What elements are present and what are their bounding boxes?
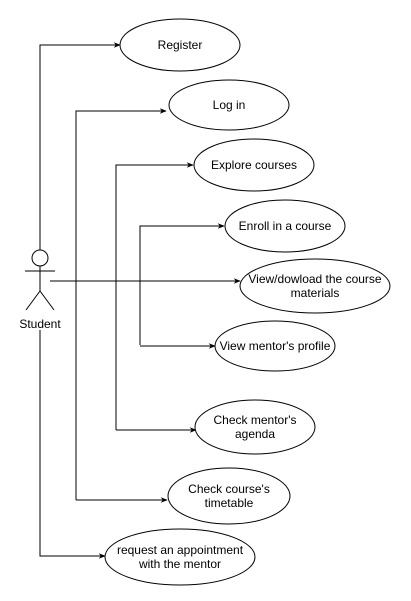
use-case-label: Log in [213, 98, 246, 112]
use-case-ellipse [239, 258, 391, 314]
use-case-enroll-course: Enroll in a course [224, 199, 346, 253]
use-case-label: Check mentor's [214, 413, 297, 427]
actor-head [31, 249, 49, 267]
use-case-label: agenda [235, 427, 275, 441]
association-arrow-explore-courses [115, 162, 194, 430]
use-case-label: with the mentor [138, 557, 221, 571]
use-case-ellipse [104, 528, 256, 586]
use-case-label: Explore courses [211, 158, 297, 172]
use-case-ellipse [214, 320, 336, 372]
actor-left-leg [25, 290, 41, 311]
use-case-ellipse [168, 79, 290, 131]
use-case-ellipse [194, 399, 316, 455]
association-arrow-register [39, 42, 121, 250]
actor-right-leg [39, 290, 55, 311]
student-actor: Student [19, 249, 61, 331]
use-case-label: timetable [205, 496, 254, 510]
use-case-view-mentor-profile: View mentor's profile [214, 320, 336, 372]
use-case-register: Register [119, 18, 241, 72]
use-case-label: View/dowload the course [248, 272, 382, 286]
use-case-label: materials [291, 286, 340, 300]
use-case-label: Register [158, 38, 203, 52]
use-case-ellipse [167, 467, 291, 525]
use-case-log-in: Log in [168, 79, 290, 131]
use-case-label: Enroll in a course [239, 219, 332, 233]
use-case-label: request an appointment [117, 543, 244, 557]
use-case-explore-courses: Explore courses [193, 138, 315, 192]
association-arrow-log-in [75, 108, 167, 500]
association-edges [39, 42, 241, 559]
association-arrow-enroll-course [139, 223, 225, 345]
use-case-ellipse [193, 138, 315, 192]
actor-label: Student [19, 317, 61, 331]
association-arrow-request-appointment [39, 330, 106, 559]
use-case-ellipse [119, 18, 241, 72]
use-case-label: Check course's [188, 482, 270, 496]
use-case-ellipse [224, 199, 346, 253]
use-case-label: View mentor's profile [220, 339, 331, 353]
